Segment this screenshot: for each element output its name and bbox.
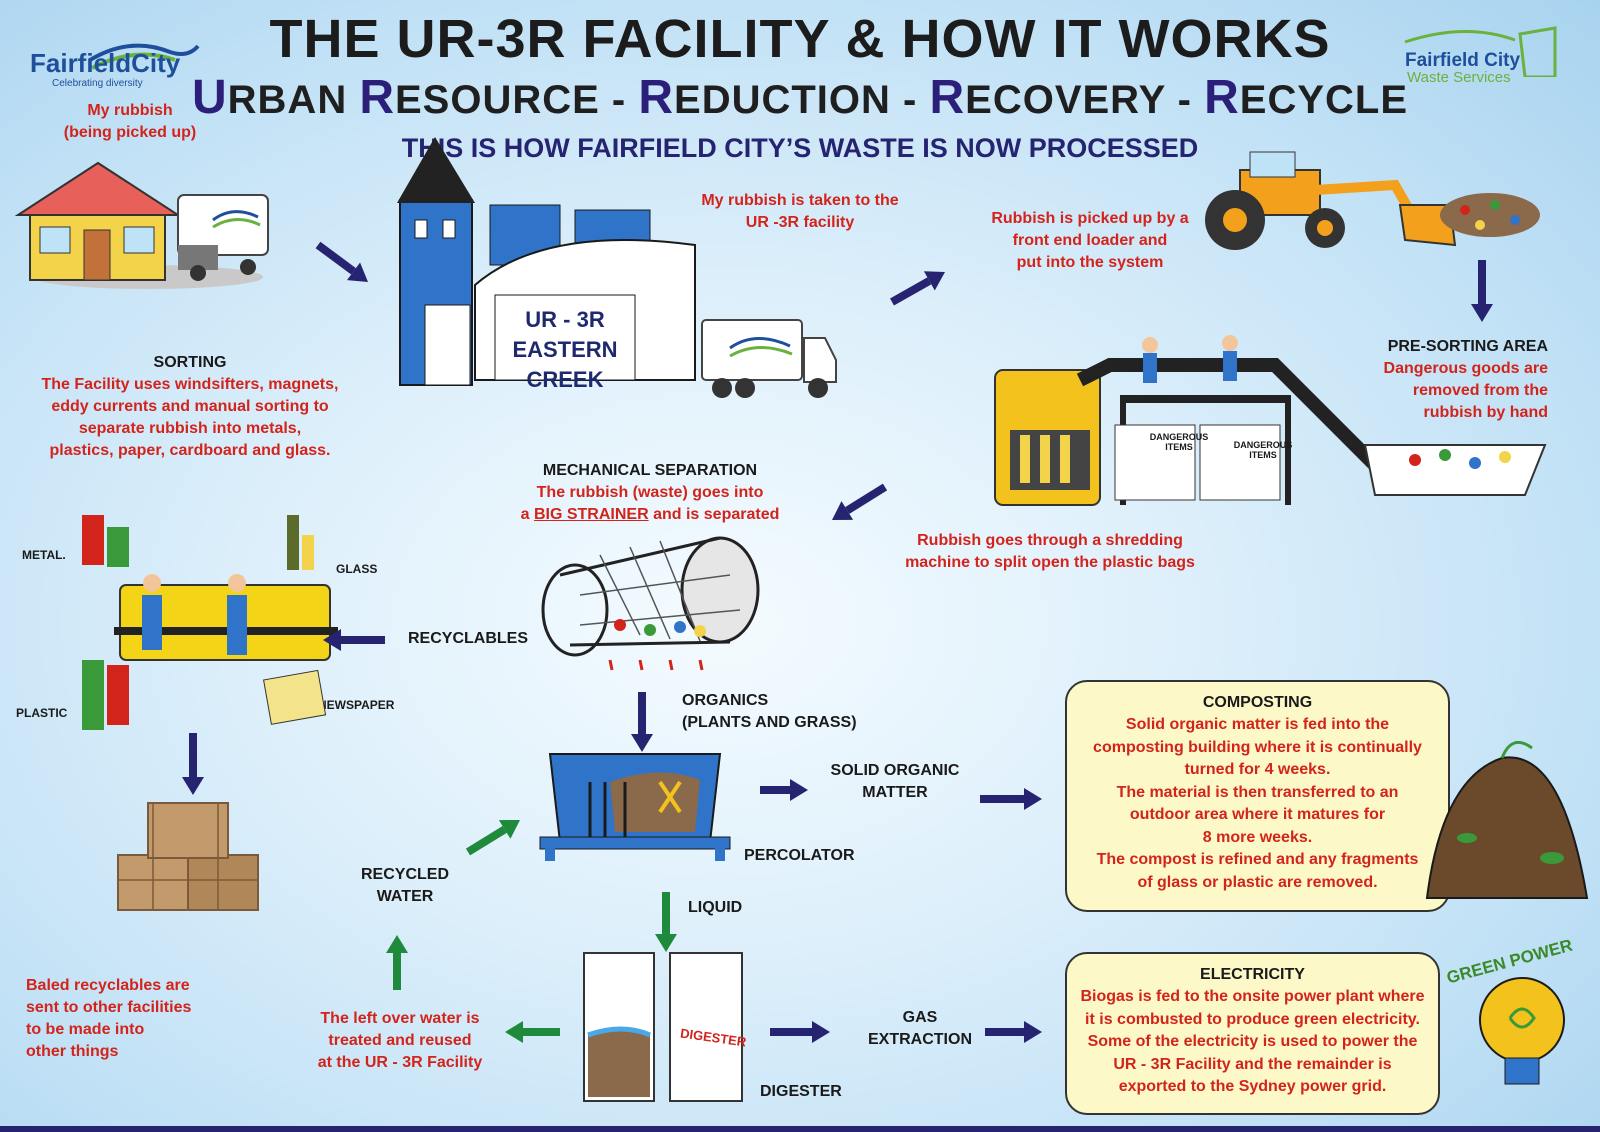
arrow-head (498, 820, 520, 839)
arrow-head (1024, 788, 1042, 810)
arrow-head (790, 779, 808, 801)
metal-label: METAL. (22, 548, 66, 562)
arrow-head (923, 271, 945, 291)
trommel-strainer-icon (541, 536, 760, 671)
front-end-loader-icon (1205, 151, 1540, 250)
arrow-pickup-to-facility (315, 241, 368, 282)
arrow-shredder-to-strainer (832, 483, 888, 520)
subtitle-word: URBAN (191, 71, 360, 124)
pickup-caption: My rubbish(being picked up) (63, 102, 197, 141)
arrow-sorting-to-bales (182, 733, 204, 795)
arrow-strainer-to-percolator (631, 692, 653, 752)
arrow-solid-to-composting (980, 788, 1042, 810)
electricity-text: Biogas is fed to the onsite power plant … (1080, 988, 1425, 1095)
logo-tagline: Celebrating diversity (52, 78, 143, 89)
arrow-shaft (465, 826, 507, 856)
arrow-gas-to-electricity (985, 1021, 1042, 1043)
baled-recyclables-icon (117, 802, 259, 911)
green-power-lightbulb-icon (1479, 977, 1565, 1085)
banner-heading: THIS IS HOW FAIRFIELD CITY’S WASTE IS NO… (401, 133, 1199, 163)
page-title: THE UR-3R FACILITY & HOW IT WORKS (269, 9, 1331, 69)
percolator-icon (539, 753, 731, 861)
digester-tanks-icon (583, 952, 743, 1102)
logo-tagline: Waste Services (1407, 69, 1511, 86)
fairfield-city-logo: FairfieldCity Celebrating diversity (30, 38, 200, 93)
arrow-facility-to-loader (890, 271, 945, 306)
house-and-garbage-truck-icon (14, 161, 269, 289)
arrow-head (505, 1021, 523, 1043)
sorting-caption: SORTING The Facility uses windsifters, m… (41, 354, 339, 459)
bottom-border (0, 1126, 1600, 1132)
arrow-strainer-to-sorting (323, 629, 385, 651)
presorting-shredder-icon (994, 335, 1547, 506)
arrow-head (812, 1021, 830, 1043)
mechanical-separation-caption: MECHANICAL SEPARATION The rubbish (waste… (520, 462, 780, 523)
newspaper-label: NEWSPAPER (318, 698, 395, 712)
arrow-leftover-to-recycled (386, 935, 408, 990)
arrow-head (1024, 1021, 1042, 1043)
arrow-head (832, 501, 854, 520)
arrow-head (182, 777, 204, 795)
arrow-digester-to-gas (770, 1021, 830, 1043)
manual-sorting-icon (82, 515, 338, 730)
liquid-label: LIQUID (688, 899, 743, 916)
page-subtitle: URBAN RESOURCE - REDUCTION - RECOVERY - … (0, 70, 1600, 125)
logo-name: FairfieldCity (30, 48, 181, 78)
eastern-creek-facility-icon (397, 137, 696, 386)
arrow-shaft (890, 277, 932, 306)
composting-heading: COMPOSTING (1202, 694, 1313, 711)
percolator-label: PERCOLATOR (744, 847, 855, 864)
subtitle-word: RECOVERY - (929, 71, 1205, 124)
digester-label: DIGESTER (760, 1083, 842, 1100)
arrow-loader-to-presort (1471, 260, 1493, 322)
arrow-recycled-to-percolator (465, 820, 520, 856)
organics-label: ORGANICS(PLANTS AND GRASS) (682, 692, 857, 731)
arrow-shaft (315, 241, 356, 275)
arrow-head (323, 629, 341, 651)
arrow-head (346, 262, 368, 282)
electricity-heading: ELECTRICITY (1200, 966, 1305, 983)
arrow-percolator-to-digester (655, 892, 677, 952)
arrow-head (655, 934, 677, 952)
delivery-truck-icon (701, 319, 837, 398)
recyclables-label: RECYCLABLES (408, 630, 529, 647)
subtitle-word: RESOURCE - (359, 71, 639, 124)
electricity-box: ELECTRICITY Biogas is fed to the onsite … (1065, 952, 1440, 1115)
compost-heap-icon (1425, 740, 1589, 899)
arrow-head (631, 734, 653, 752)
arrow-percolator-to-solid (760, 779, 808, 801)
presort-caption: PRE-SORTING AREA Dangerous goods are rem… (1383, 338, 1548, 421)
arrow-head (386, 935, 408, 953)
logo-name: Fairfield City (1405, 50, 1521, 71)
logo-bin-icon (1404, 26, 1557, 77)
glass-label: GLASS (336, 562, 378, 576)
plastic-label: PLASTIC (16, 706, 68, 720)
arrow-digester-to-leftover (505, 1021, 560, 1043)
subtitle-word: REDUCTION - (638, 71, 930, 124)
logo-swoosh-icon (88, 43, 200, 70)
arrow-head (1471, 304, 1493, 322)
composting-box: COMPOSTING Solid organic matter is fed i… (1065, 680, 1450, 912)
arrow-shaft (845, 483, 888, 514)
subtitle-word: RECYCLE (1204, 71, 1409, 124)
